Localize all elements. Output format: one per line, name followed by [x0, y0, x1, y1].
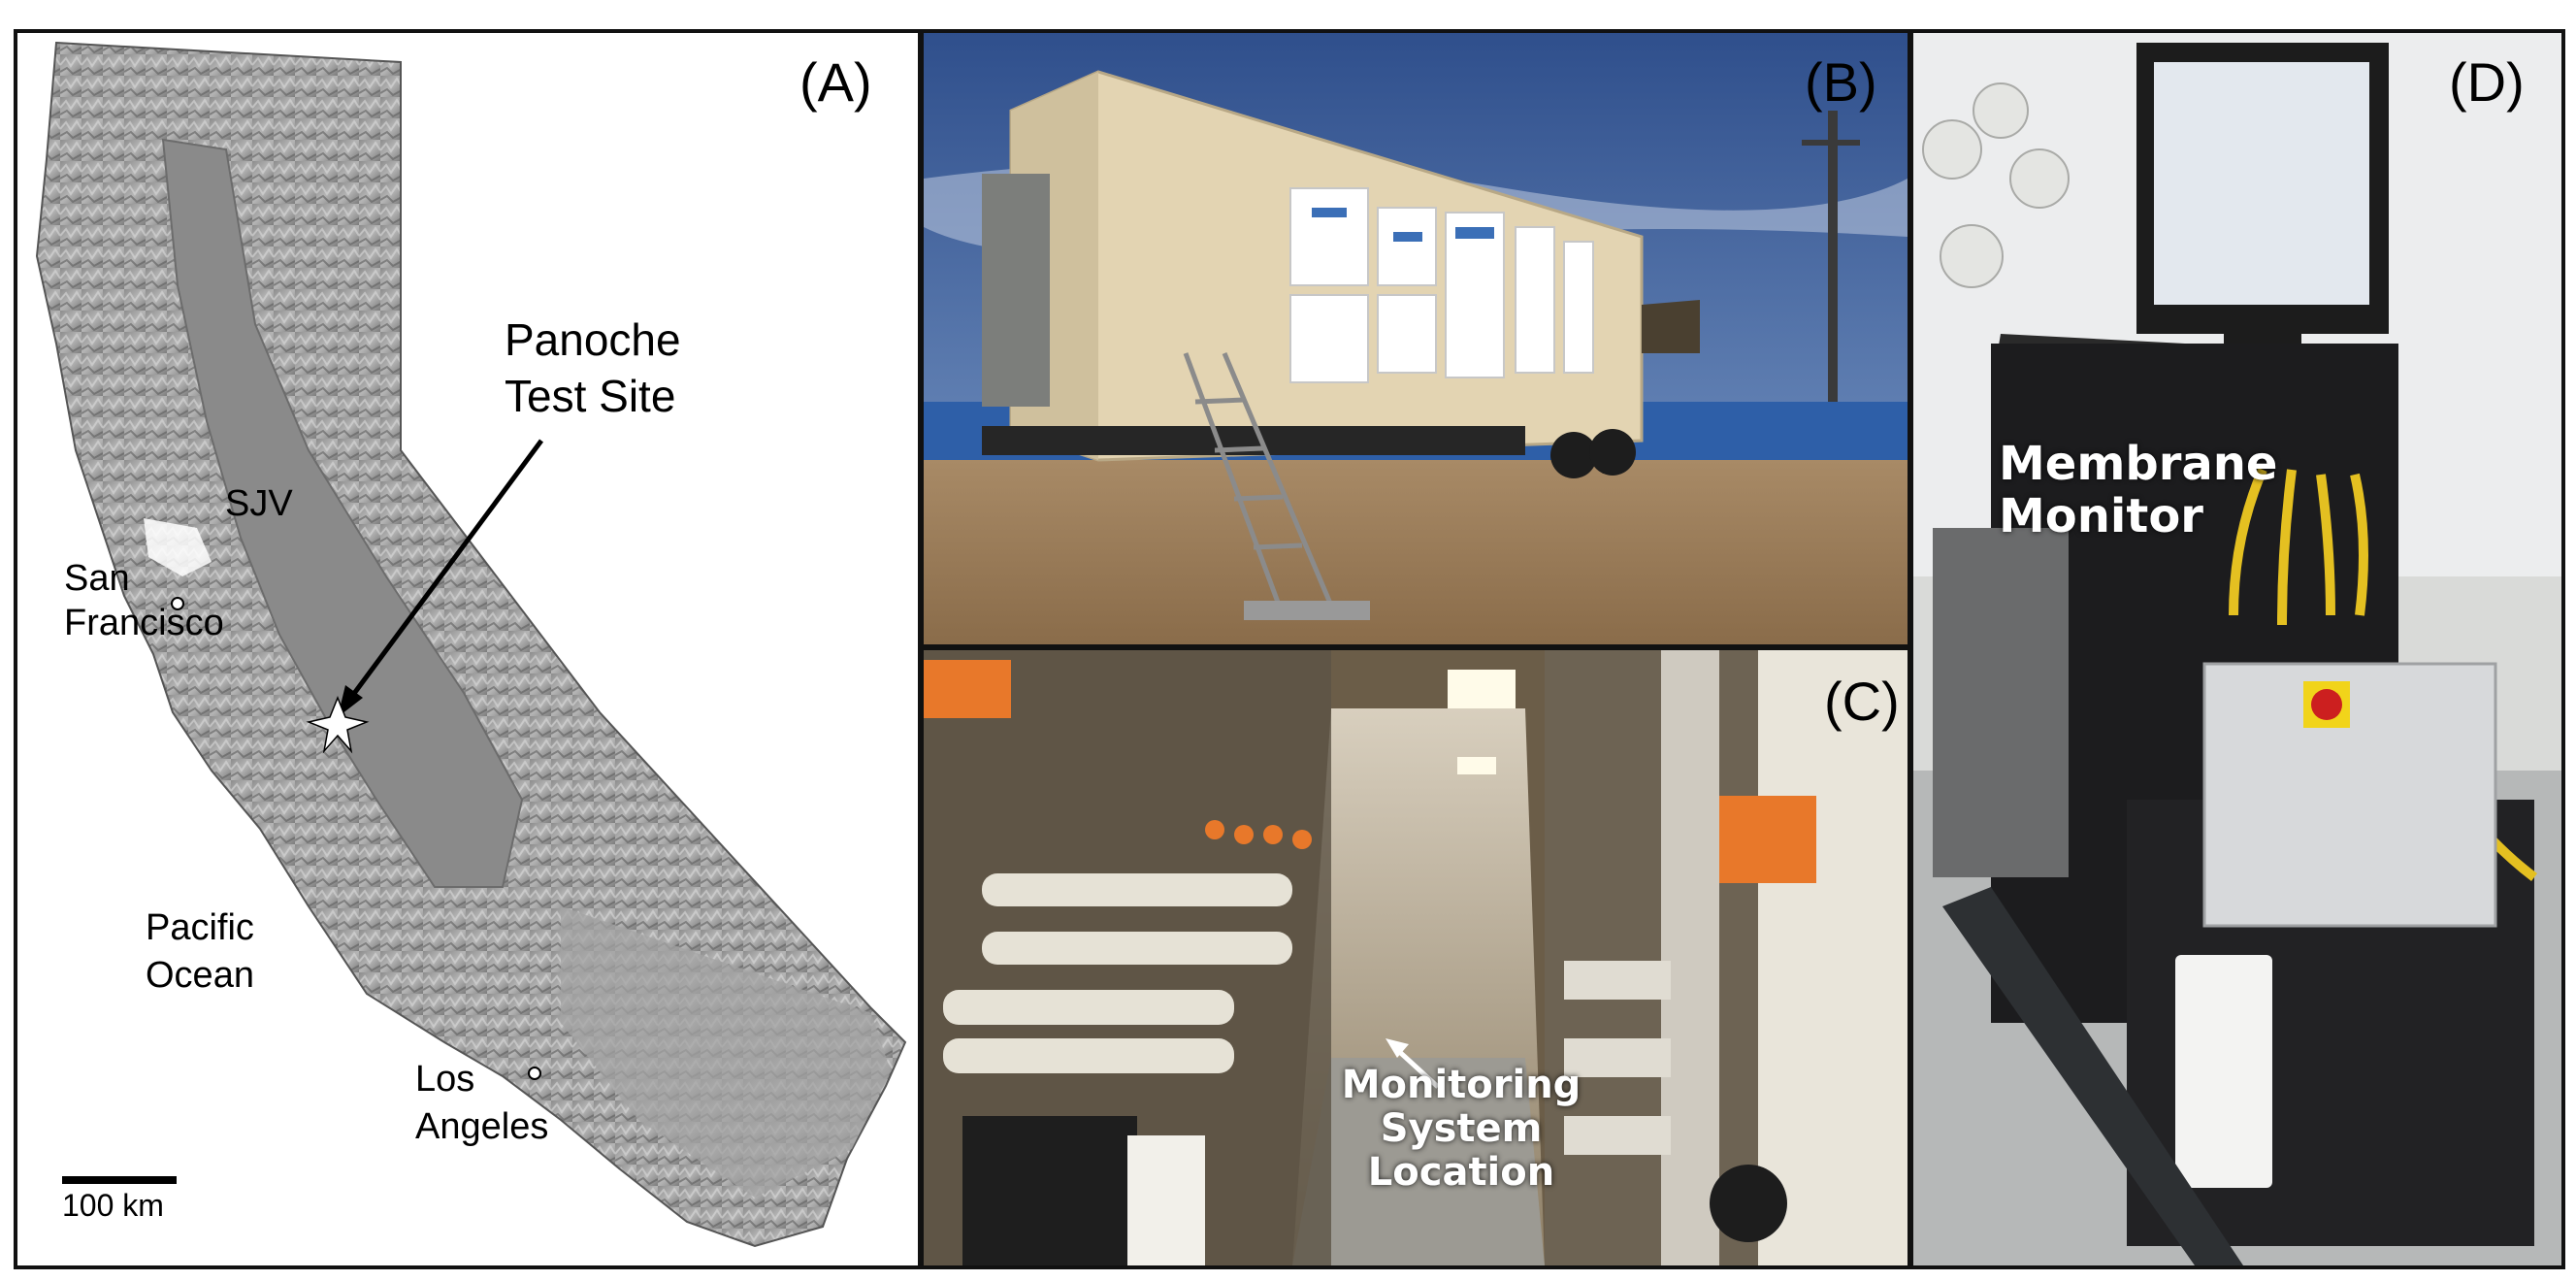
- panel-d-label: (D): [2449, 51, 2525, 113]
- scale-bar: [62, 1176, 177, 1184]
- monitoring-system-location-caption: Monitoring System Location: [1341, 1063, 1581, 1195]
- membrane-monitor-caption: Membrane Monitor: [1999, 437, 2278, 543]
- panel-c-interior-photo: [924, 650, 1908, 1265]
- san-francisco-label: San Francisco: [64, 558, 224, 643]
- california-relief-map: [35, 41, 907, 1248]
- divider-d: [1908, 29, 1913, 1269]
- panoche-test-site-label: Panoche Test Site: [505, 314, 681, 421]
- panel-b-label: (B): [1805, 51, 1877, 113]
- pacific-ocean-label: Pacific Ocean: [146, 907, 254, 997]
- panel-a-map: [17, 33, 920, 1265]
- test-site-star: [306, 695, 370, 754]
- panel-c-label: (C): [1824, 671, 1900, 732]
- panel-a-label: (A): [799, 51, 872, 113]
- figure-frame: [14, 29, 2565, 1269]
- scale-bar-label: 100 km: [62, 1188, 164, 1223]
- panel-d-monitor-photo: [1913, 33, 2561, 1265]
- los-angeles-label: Los Angeles: [415, 1059, 549, 1148]
- panel-b-trailer-photo: [924, 33, 1908, 644]
- central-valley: [161, 138, 524, 888]
- divider-bc: [920, 644, 1909, 650]
- sjv-label: SJV: [225, 483, 293, 524]
